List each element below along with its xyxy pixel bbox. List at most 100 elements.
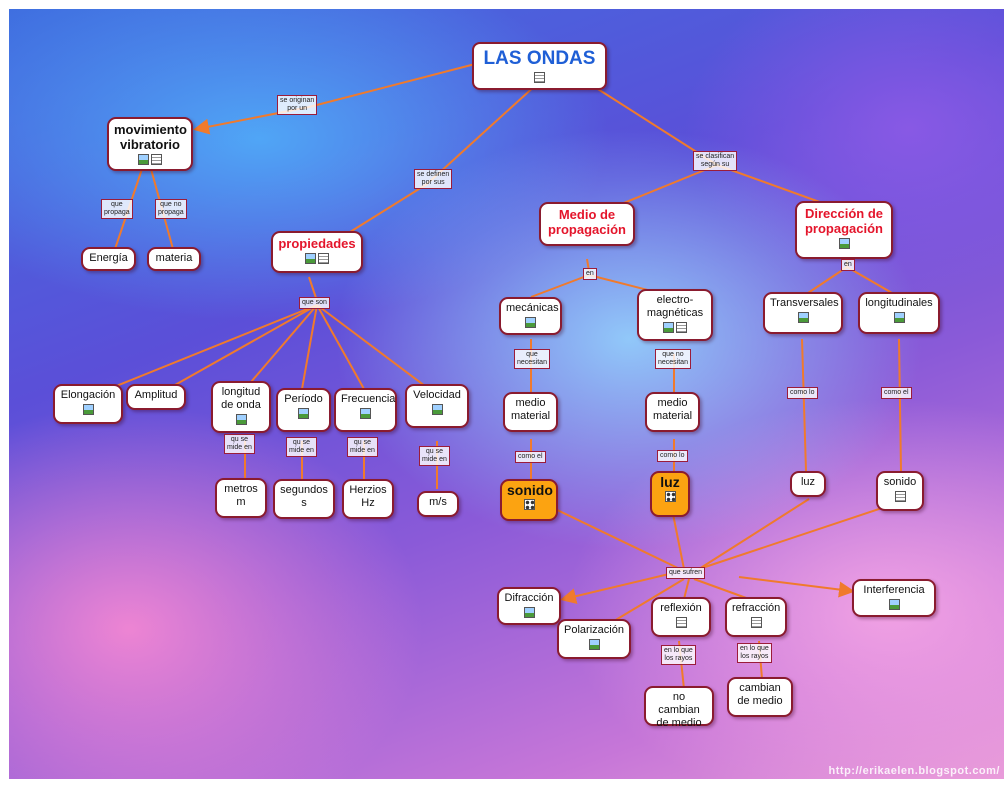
node-label: Amplitud xyxy=(134,389,178,401)
image-icon[interactable] xyxy=(797,312,809,323)
image-icon[interactable] xyxy=(235,414,247,425)
node-luz[interactable]: luz xyxy=(790,471,826,497)
node-label: Medio de propagación xyxy=(547,207,626,237)
node-herzios[interactable]: Herzios Hz xyxy=(342,479,394,519)
image-icon[interactable] xyxy=(838,238,850,249)
node-sonido-highlight[interactable]: sonido xyxy=(500,479,558,521)
node-metros[interactable]: metros m xyxy=(215,478,267,518)
node-label: Frecuencia xyxy=(341,393,396,405)
node-propiedades[interactable]: propiedades xyxy=(271,231,363,273)
image-icon[interactable] xyxy=(431,404,443,415)
node-longitud-onda[interactable]: longitud de onda xyxy=(211,381,271,433)
document-icon[interactable] xyxy=(894,491,906,502)
document-icon[interactable] xyxy=(750,617,762,628)
node-longitudinales[interactable]: longitudinales xyxy=(858,292,940,334)
node-medio-material-2[interactable]: medio material xyxy=(645,392,700,432)
link-label-como-el-2: como el xyxy=(881,387,912,399)
node-medio-material-1[interactable]: medio material xyxy=(503,392,558,432)
node-label: medio material xyxy=(652,397,693,422)
connection-lines xyxy=(88,62,902,690)
node-amplitud[interactable]: Amplitud xyxy=(126,384,186,410)
node-mecanicas[interactable]: mecánicas xyxy=(499,297,562,335)
node-cambian[interactable]: cambian de medio xyxy=(727,677,793,717)
image-icon[interactable] xyxy=(138,154,149,165)
link-label-que-no-necesitan: que no necesitan xyxy=(655,349,691,369)
node-no-cambian[interactable]: no cambian de medio xyxy=(644,686,714,729)
node-label: propiedades xyxy=(278,236,356,251)
node-label: metros m xyxy=(224,483,258,508)
document-icon[interactable] xyxy=(534,72,545,83)
node-label: Difracción xyxy=(504,592,554,604)
node-label: luz xyxy=(800,476,816,488)
node-las-ondas[interactable]: LAS ONDAS xyxy=(472,42,607,90)
image-icon[interactable] xyxy=(588,639,600,650)
image-icon[interactable] xyxy=(298,408,309,419)
link-label-mide-1: qu se mide en xyxy=(224,434,255,454)
node-label: Polarización xyxy=(564,624,624,636)
image-icon[interactable] xyxy=(525,317,536,328)
image-icon[interactable] xyxy=(82,404,94,415)
node-label: reflexión xyxy=(660,602,702,614)
node-interferencia[interactable]: Interferencia xyxy=(852,579,936,617)
node-label: Período xyxy=(284,393,323,405)
link-label-en-1: en xyxy=(583,268,597,280)
node-label: Transversales xyxy=(770,297,839,309)
node-label: refracción xyxy=(732,602,781,614)
image-icon[interactable] xyxy=(888,599,900,610)
node-label: longitud de onda xyxy=(221,386,261,411)
node-label: cambian de medio xyxy=(737,682,783,707)
node-label: Energía xyxy=(89,252,128,264)
node-label: Interferencia xyxy=(863,584,925,596)
link-label-se-originan: se originan por un xyxy=(277,95,318,115)
document-icon[interactable] xyxy=(318,253,329,264)
link-label-que-sufren: que sufren xyxy=(666,567,706,579)
node-direccion-propagacion[interactable]: Dirección de propagación xyxy=(795,201,893,259)
node-label: sonido xyxy=(883,476,917,488)
document-icon[interactable] xyxy=(676,322,687,333)
link-label-que-propaga: que propaga xyxy=(101,199,133,219)
node-sonido[interactable]: sonido xyxy=(876,471,924,511)
link-label-que-necesitan: que necesitan xyxy=(514,349,550,369)
node-reflexion[interactable]: reflexión xyxy=(651,597,711,637)
node-frecuencia[interactable]: Frecuencia xyxy=(334,388,397,432)
image-icon[interactable] xyxy=(663,322,674,333)
footer-url: http://erikaelen.blogspot.com/ xyxy=(828,765,1000,777)
node-segundos[interactable]: segundos s xyxy=(273,479,335,519)
node-medio-propagacion[interactable]: Medio de propagación xyxy=(539,202,635,246)
node-label: luz xyxy=(660,474,680,490)
node-ms[interactable]: m/s xyxy=(417,491,459,517)
link-label-mide-4: qu se mide en xyxy=(419,446,450,466)
node-label: medio material xyxy=(510,397,551,422)
node-luz-highlight[interactable]: luz xyxy=(650,471,690,517)
main-title: LAS ONDAS xyxy=(483,48,596,69)
link-label-como-lo-2: como lo xyxy=(787,387,818,399)
image-icon[interactable] xyxy=(893,312,905,323)
node-electromagneticas[interactable]: electro- magnéticas xyxy=(637,289,713,341)
image-icon[interactable] xyxy=(305,253,316,264)
document-icon[interactable] xyxy=(675,617,687,628)
node-label: sonido xyxy=(507,482,553,498)
node-energia[interactable]: Energía xyxy=(81,247,136,271)
node-materia[interactable]: materia xyxy=(147,247,201,271)
node-label: longitudinales xyxy=(865,297,933,309)
node-refraccion[interactable]: refracción xyxy=(725,597,787,637)
node-periodo[interactable]: Período xyxy=(276,388,331,432)
node-transversales[interactable]: Transversales xyxy=(763,292,843,334)
node-difraccion[interactable]: Difracción xyxy=(497,587,561,625)
document-icon[interactable] xyxy=(151,154,162,165)
link-label-se-definen: se definen por sus xyxy=(414,169,453,189)
node-velocidad[interactable]: Velocidad xyxy=(405,384,469,428)
node-label: electro- magnéticas xyxy=(646,294,704,319)
image-icon[interactable] xyxy=(523,607,535,618)
node-elongacion[interactable]: Elongación xyxy=(53,384,123,424)
image-icon[interactable] xyxy=(360,408,371,419)
node-label: no cambian de medio xyxy=(656,691,702,729)
node-label: movimiento vibratorio xyxy=(114,122,187,152)
node-movimiento-vibratorio[interactable]: movimiento vibratorio xyxy=(107,117,193,171)
link-label-que-no-propaga: que no propaga xyxy=(155,199,187,219)
network-icon[interactable] xyxy=(523,499,535,510)
node-polarizacion[interactable]: Polarización xyxy=(557,619,631,659)
node-label: segundos s xyxy=(280,484,328,509)
network-icon[interactable] xyxy=(664,491,676,502)
node-label: Elongación xyxy=(60,389,116,401)
